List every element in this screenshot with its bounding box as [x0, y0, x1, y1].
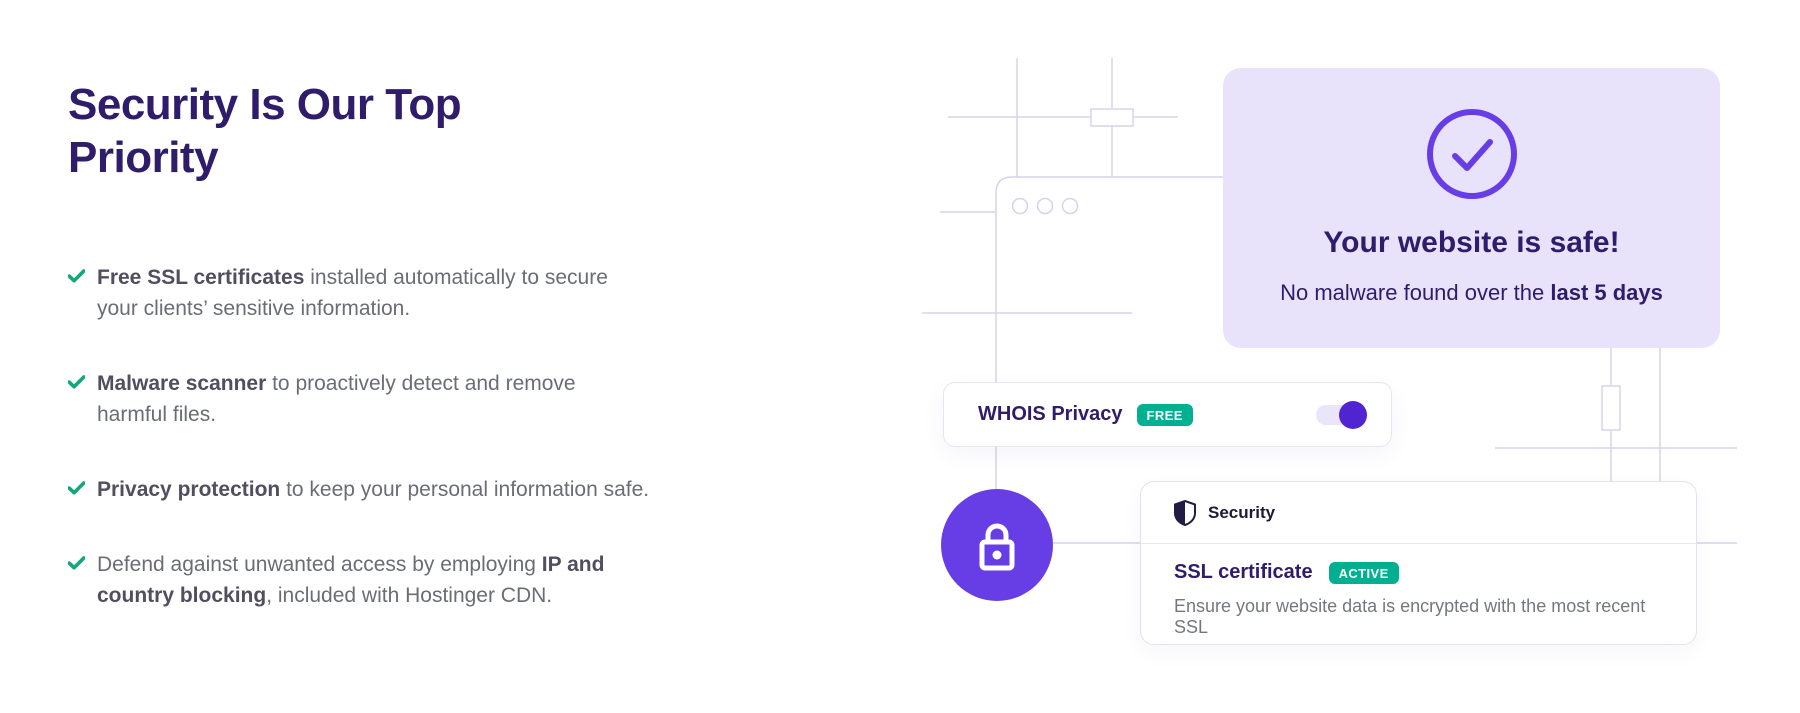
shield-icon: [1174, 499, 1196, 526]
ssl-certificate-description: Ensure your website data is encrypted wi…: [1174, 596, 1646, 637]
lock-icon: [979, 523, 1015, 571]
ssl-certificate-label: SSL certificate: [1174, 561, 1313, 583]
whois-privacy-label: WHOIS Privacy: [978, 403, 1123, 425]
safe-card-subtitle-text: No malware found over the: [1280, 280, 1551, 305]
resistor-shape-vertical: [1601, 385, 1621, 431]
lock-badge: [941, 489, 1053, 601]
feature-item: Free SSL certificates installed automati…: [68, 262, 708, 324]
free-badge: FREE: [1136, 403, 1193, 426]
feature-list: Free SSL certificates installed automati…: [68, 262, 708, 655]
security-panel-header: Security: [1141, 482, 1696, 544]
security-panel-body: SSL certificate ACTIVE Ensure your websi…: [1141, 544, 1696, 638]
check-icon: [68, 375, 85, 389]
feature-text: Malware scanner to proactively detect an…: [97, 372, 576, 426]
browser-window-dots: [1011, 197, 1029, 215]
safe-card-subtitle-bold: last 5 days: [1550, 280, 1663, 305]
feature-text: Privacy protection to keep your personal…: [97, 478, 650, 501]
whois-privacy-card: WHOIS Privacy FREE: [943, 382, 1392, 447]
website-safe-card: Your website is safe! No malware found o…: [1223, 68, 1720, 348]
resistor-shape-horizontal: [1090, 108, 1134, 127]
check-icon: [68, 481, 85, 495]
security-panel-title: Security: [1208, 502, 1276, 522]
safe-card-subtitle: No malware found over the last 5 days: [1223, 280, 1720, 306]
check-icon: [68, 556, 85, 570]
page-title: Security Is Our Top Priority: [68, 80, 462, 182]
safe-card-title: Your website is safe!: [1323, 226, 1620, 259]
feature-text: Defend against unwanted access by employ…: [97, 553, 605, 607]
check-icon: [68, 269, 85, 283]
check-circle-icon: [1426, 109, 1517, 199]
toggle-knob[interactable]: [1339, 400, 1367, 429]
feature-item: Privacy protection to keep your personal…: [68, 474, 708, 505]
active-badge: ACTIVE: [1328, 561, 1399, 584]
whois-privacy-toggle[interactable]: [1316, 400, 1367, 429]
feature-item: Malware scanner to proactively detect an…: [68, 368, 708, 430]
feature-text: Free SSL certificates installed automati…: [97, 266, 608, 320]
security-panel-card: Security SSL certificate ACTIVE Ensure y…: [1140, 481, 1697, 645]
feature-item: Defend against unwanted access by employ…: [68, 549, 708, 611]
